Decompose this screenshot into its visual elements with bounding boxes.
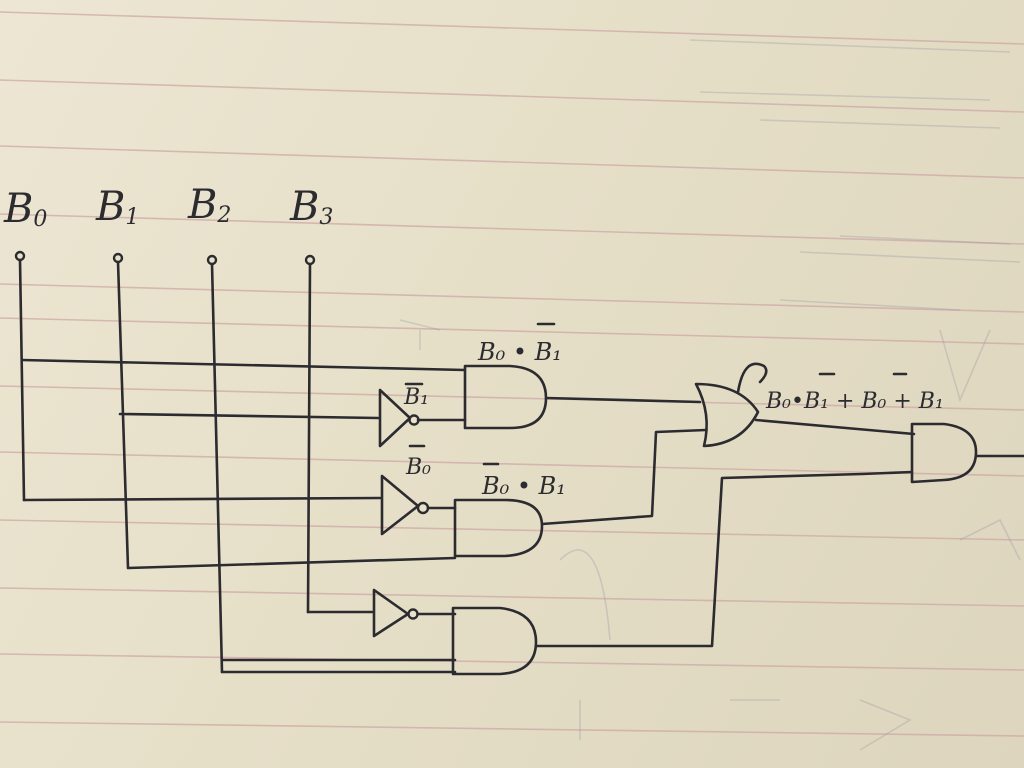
bleed-through-marks [399,39,1021,751]
final-and-gate [910,422,1024,484]
wire-b1-to-not1 [118,412,380,420]
wire-b0-to-and1 [20,358,467,372]
label-not-b0: B₀ [405,455,431,480]
input-rails [18,258,312,674]
input-label-b0: B0 [3,186,47,232]
input-label-b1: B1 [95,184,139,230]
and-gate-2 [453,428,708,558]
wire-b1-to-and2 [126,556,457,570]
branch-wires [20,358,467,674]
or-gate [694,362,916,448]
and-gate-3 [451,470,914,676]
term-labels: B₀ • B₁ B₁ B₀ B₀ • B₁ B₀•B₁ + B₀ + B₁ [403,322,944,500]
label-or-expression: B₀•B₁ + B₀ + B₁ [765,389,944,414]
and-gate-1 [463,364,702,430]
input-labels: B0 B1 B2 B3 [3,182,333,232]
wire-b3-rail [306,262,312,614]
not-gate-b1 [378,388,467,448]
label-and2-term: B₀ • B₁ [481,472,566,500]
not-gate-b0 [380,474,457,536]
ruled-lines [0,11,1024,737]
input-terminals [14,250,316,266]
wire-b0-rail [18,258,26,502]
not-gate-b3 [372,588,457,638]
wire-b2-rail [210,262,224,674]
label-and1-term: B₀ • B₁ [477,338,562,366]
label-not-b1: B₁ [403,385,429,410]
input-label-b2: B2 [187,182,231,228]
input-label-b3: B3 [289,184,333,230]
wire-b0-to-not2 [22,496,382,502]
